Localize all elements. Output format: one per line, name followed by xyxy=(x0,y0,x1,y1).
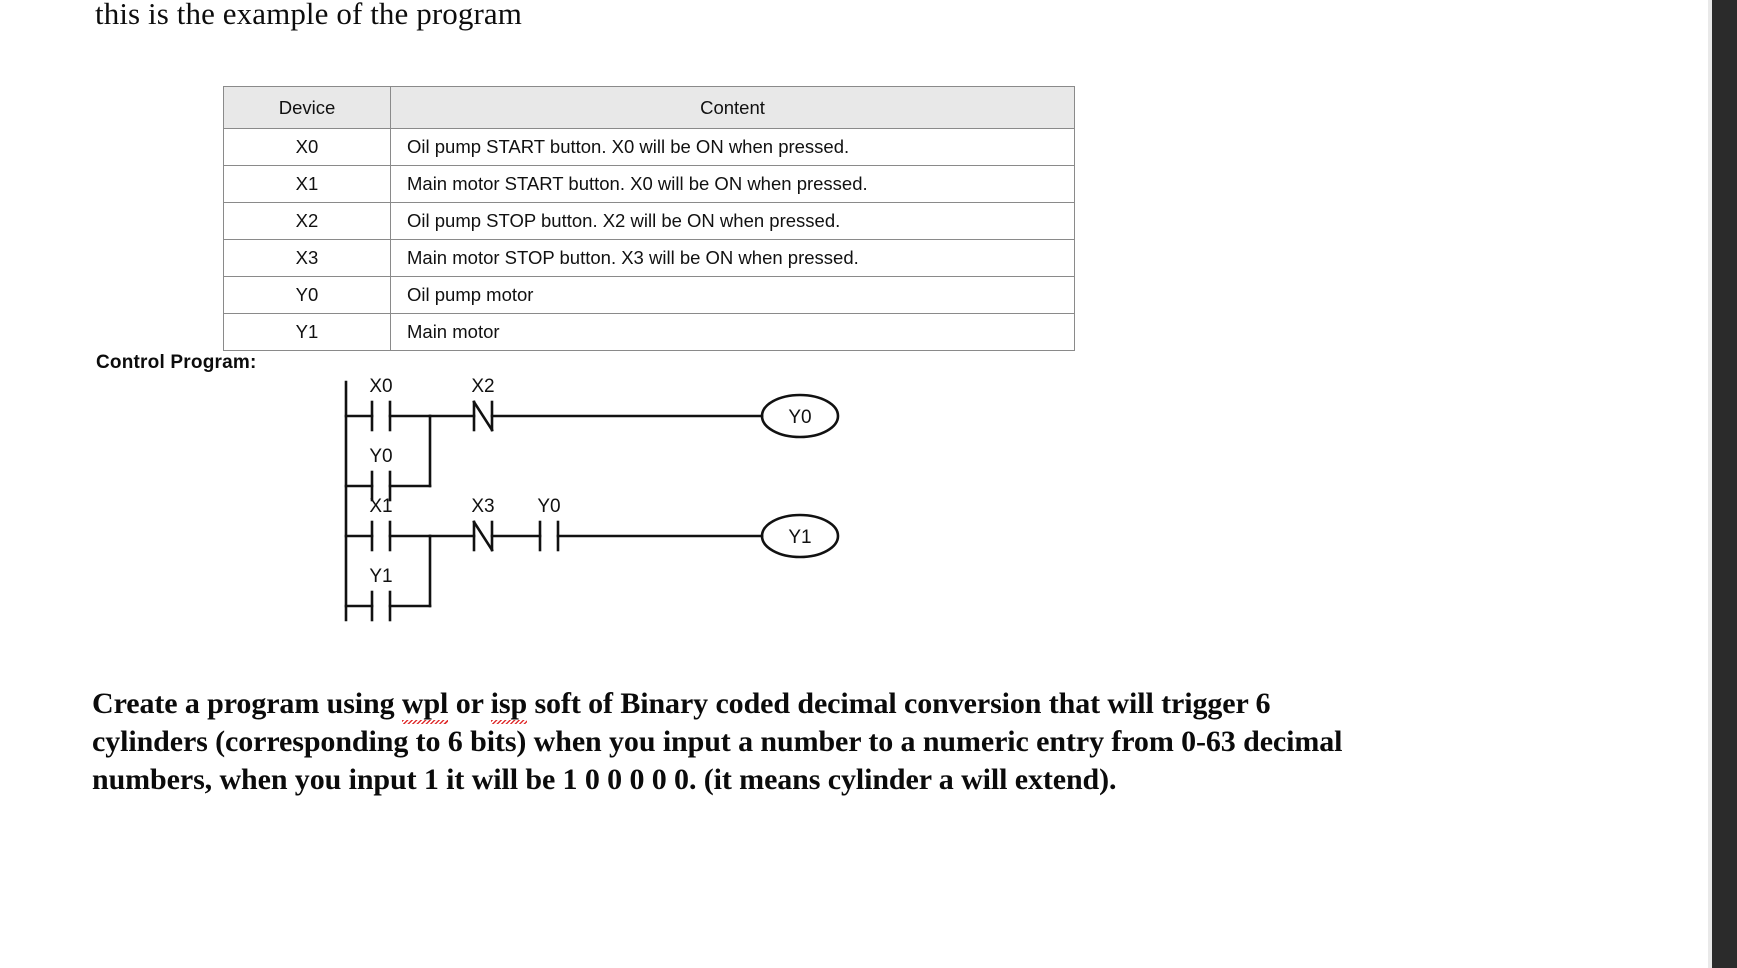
column-header-device: Device xyxy=(223,86,391,129)
cell-device: X1 xyxy=(223,165,391,203)
page-title: this is the example of the program xyxy=(95,0,522,31)
column-header-content: Content xyxy=(390,86,1075,129)
cell-device: X3 xyxy=(223,239,391,277)
cell-content: Oil pump STOP button. X2 will be ON when… xyxy=(390,202,1075,240)
task-text-part-3: soft of Binary coded decimal conversion … xyxy=(92,687,1343,796)
contact-label-x3: X3 xyxy=(471,496,494,517)
cell-device: Y0 xyxy=(223,276,391,314)
contact-label-x1: X1 xyxy=(369,496,392,517)
task-description: Create a program using wpl or isp soft o… xyxy=(92,685,1392,799)
misspelled-word-wpl: wpl xyxy=(401,685,449,724)
ladder-diagram: X0 X2 Y0 Y0 X1 X3 Y0 Y1 Y1 xyxy=(330,376,890,626)
page-edge-divider xyxy=(1708,0,1712,968)
misspelled-word-isp: isp xyxy=(490,685,528,724)
cell-content: Main motor xyxy=(390,313,1075,351)
right-gutter xyxy=(1712,0,1737,968)
task-text-part-1: Create a program using xyxy=(92,687,402,720)
cell-content: Oil pump motor xyxy=(390,276,1075,314)
cell-content: Main motor STOP button. X3 will be ON wh… xyxy=(390,239,1075,277)
coil-label-y0: Y0 xyxy=(788,407,811,428)
cell-device: X0 xyxy=(223,128,391,166)
coil-label-y1: Y1 xyxy=(788,527,811,548)
contact-x3-slash xyxy=(472,520,494,552)
contact-label-y1-branch: Y1 xyxy=(369,566,392,587)
cell-device: X2 xyxy=(223,202,391,240)
coil-y0 xyxy=(760,393,840,439)
ladder-diagram-svg: X0 X2 Y0 Y0 X1 X3 Y0 Y1 Y1 xyxy=(344,376,840,622)
cell-content: Oil pump START button. X0 will be ON whe… xyxy=(390,128,1075,166)
cell-content: Main motor START button. X0 will be ON w… xyxy=(390,165,1075,203)
contact-label-y0-rung2: Y0 xyxy=(537,496,560,517)
coil-y1 xyxy=(760,513,840,559)
contact-label-x2: X2 xyxy=(471,376,494,397)
table-header: Device Content xyxy=(223,86,1075,129)
table-header-row: Device Content xyxy=(223,86,1075,129)
task-text-part-2: or xyxy=(448,687,491,720)
contact-label-x0: X0 xyxy=(369,376,392,397)
contact-label-y0-branch: Y0 xyxy=(369,446,392,467)
control-program-label: Control Program: xyxy=(96,352,257,373)
cell-device: Y1 xyxy=(223,313,391,351)
contact-x2-slash xyxy=(472,400,494,432)
